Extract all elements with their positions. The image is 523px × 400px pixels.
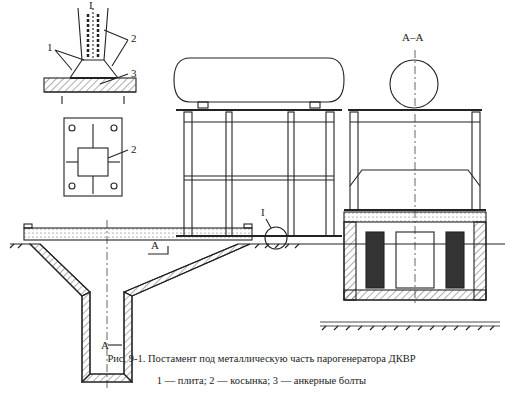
section-mark: А–А: [402, 32, 423, 43]
section-mark: А: [101, 340, 109, 351]
detail-mark: I: [261, 207, 265, 218]
legend-note: 1 — плита; 2 — косынка; 3 — анкерные бол…: [20, 376, 503, 387]
callout-number: 2: [131, 33, 137, 44]
detail-mark: I: [89, 0, 93, 11]
section-mark: А: [151, 240, 159, 251]
callout-number: 3: [131, 68, 137, 79]
figure-caption: Рис. 9-1. Постамент под металлическую ча…: [20, 354, 503, 365]
callout-number: 2: [131, 144, 137, 155]
callout-number: 1: [47, 42, 53, 53]
